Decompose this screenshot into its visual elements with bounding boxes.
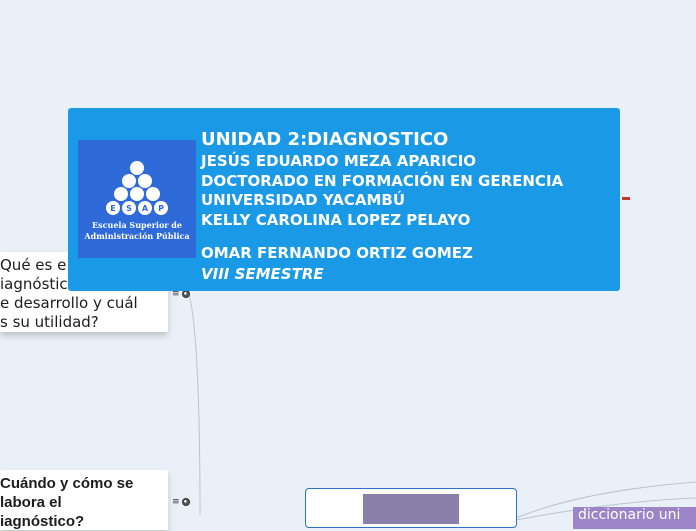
node-text-line: labora el (0, 494, 62, 511)
node-label: diccionario uni (578, 507, 681, 523)
svg-text:P: P (158, 204, 164, 213)
university-name: UNIVERSIDAD YACAMBÚ (201, 191, 406, 209)
expand-icon[interactable]: ≡ (172, 289, 180, 299)
image-thumbnail (363, 494, 459, 524)
svg-text:A: A (142, 204, 149, 213)
central-topic-text: UNIDAD 2:DIAGNOSTICO JESÚS EDUARDO MEZA … (201, 128, 563, 285)
node-2-controls[interactable]: ≡ (172, 497, 190, 507)
expand-icon[interactable]: ≡ (172, 497, 180, 507)
globe-icon[interactable] (181, 498, 190, 506)
node-text-line: Cuándo y cómo se (0, 475, 134, 492)
node-text-line: iagnóstic (0, 275, 68, 293)
node-text-line: iagnóstico? (0, 513, 85, 530)
central-topic-title: UNIDAD 2:DIAGNOSTICO (201, 129, 449, 150)
central-topic-node[interactable]: E S A P Escuela Superior de Administraci… (68, 108, 620, 291)
esap-logo-graphic: E S A P (106, 161, 168, 215)
attachment-marker (622, 197, 630, 200)
program-name: DOCTORADO EN FORMACIÓN EN GERENCIA (201, 171, 564, 190)
globe-icon[interactable] (181, 290, 190, 298)
subtopic-node-when-how-diagnosis[interactable]: Cuándo y cómo se labora el iagnóstico? (0, 470, 168, 530)
node-text-line: Qué es e (0, 256, 67, 274)
node-text-line: e desarrollo y cuál (0, 294, 138, 312)
esap-logo: E S A P Escuela Superior de Administraci… (78, 140, 196, 258)
svg-text:S: S (126, 204, 132, 213)
logo-caption-line2: Administración Pública (84, 231, 190, 241)
node-text-line: s su utilidad? (0, 313, 99, 331)
co-author-name: KELLY CAROLINA LOPEZ PELAYO (201, 210, 471, 229)
semester-label: VIII SEMESTRE (201, 264, 324, 283)
subtopic-node-dictionary[interactable]: diccionario uni (573, 507, 696, 529)
instructor-name: OMAR FERNANDO ORTIZ GOMEZ (201, 244, 473, 262)
image-node[interactable] (305, 488, 517, 528)
logo-caption-line1: Escuela Superior de (92, 220, 182, 230)
svg-text:E: E (110, 204, 115, 213)
author-name: JESÚS EDUARDO MEZA APARICIO (201, 152, 477, 170)
